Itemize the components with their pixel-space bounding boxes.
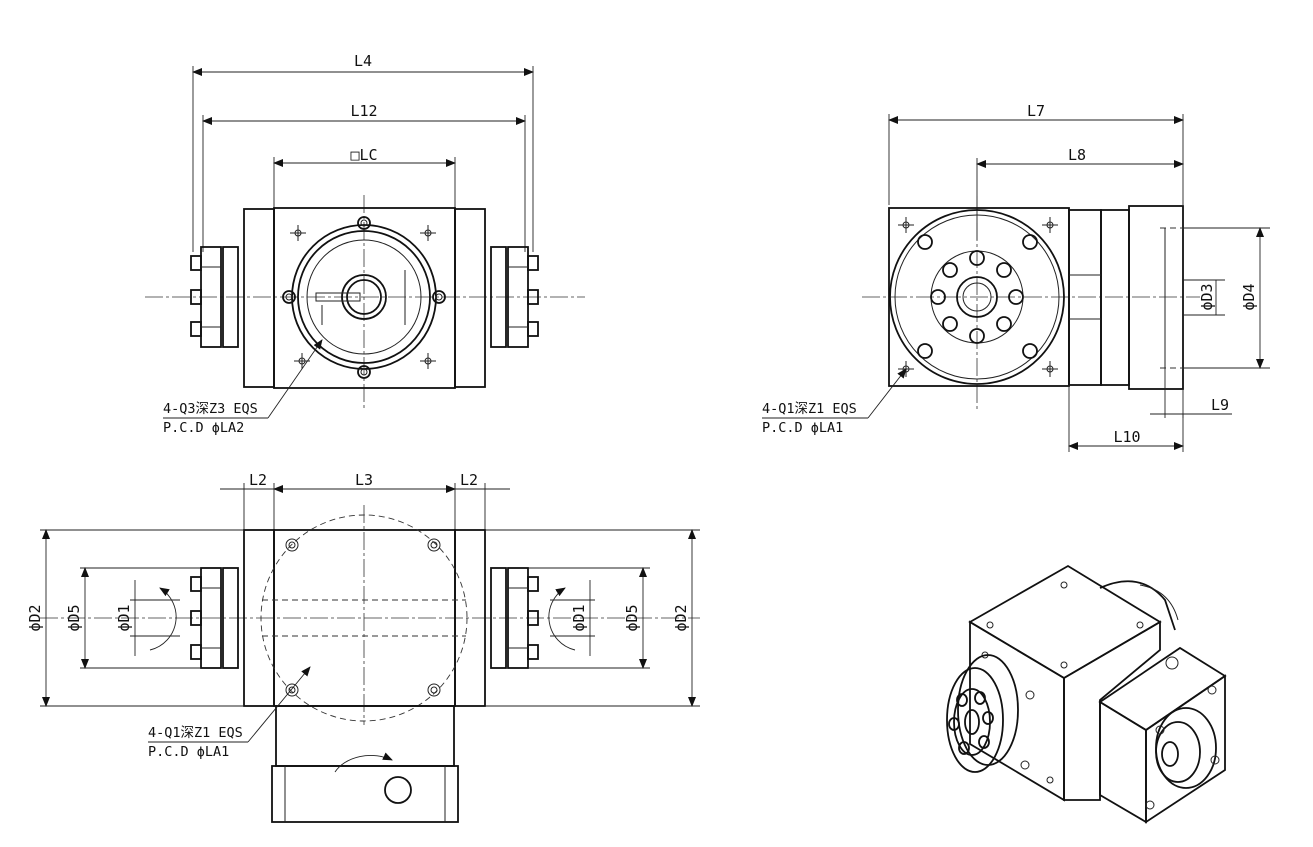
left-flange — [190, 246, 239, 348]
dimension-d5-right: ϕD5 — [528, 567, 650, 669]
label-d4: ϕD4 — [1240, 283, 1258, 310]
label-d1-right: ϕD1 — [570, 604, 588, 631]
label-l2-right: L2 — [460, 471, 478, 489]
front-view: L2 L3 L2 — [26, 471, 700, 823]
label-lc: □LC — [350, 146, 377, 164]
dimension-d3: ϕD3 — [1183, 279, 1225, 316]
label-d2-left: ϕD2 — [26, 604, 44, 631]
label-d5-left: ϕD5 — [65, 604, 83, 631]
dimension-d2-right: ϕD2 — [485, 529, 700, 707]
dimension-d1-left: ϕD1 — [115, 580, 180, 656]
right-flange — [490, 246, 539, 348]
side-view-note: 4-Q1深Z1 EQS P.C.D ϕLA1 — [762, 368, 907, 436]
label-l9: L9 — [1211, 396, 1229, 414]
dimension-l7: L7 — [888, 102, 1184, 205]
label-d5-right: ϕD5 — [623, 604, 641, 631]
gearbox-isometric-icon — [946, 564, 1227, 824]
top-view-bolt-holes — [282, 216, 446, 379]
note-front-line1: 4-Q1深Z1 EQS — [148, 725, 243, 741]
dimension-l12: L12 — [202, 102, 526, 252]
label-d2-right: ϕD2 — [672, 604, 690, 631]
note-q1-line1: 4-Q1深Z1 EQS — [762, 401, 857, 417]
top-view-note: 4-Q3深Z3 EQS P.C.D ϕLA2 — [163, 339, 323, 436]
label-l7: L7 — [1027, 102, 1045, 120]
label-l10: L10 — [1113, 428, 1140, 446]
note-front-line2: P.C.D ϕLA1 — [148, 744, 229, 760]
top-view: L4 L12 □LC — [145, 52, 585, 436]
front-view-bolts — [285, 538, 441, 697]
dimension-l8: L8 — [976, 146, 1184, 240]
dimension-lc: □LC — [273, 146, 456, 208]
label-l8: L8 — [1068, 146, 1086, 164]
dimension-l9: L9 — [1150, 368, 1232, 418]
dimension-d2-left: ϕD2 — [26, 529, 244, 707]
label-l2-left: L2 — [249, 471, 267, 489]
note-q1-line2: P.C.D ϕLA1 — [762, 420, 843, 436]
note-q3-line1: 4-Q3深Z3 EQS — [163, 401, 258, 417]
label-l12: L12 — [350, 102, 377, 120]
front-left-flange — [190, 567, 239, 669]
dimension-l10: L10 — [1068, 385, 1184, 452]
dimension-l2-l3: L2 L3 L2 — [220, 471, 510, 530]
note-q3-line2: P.C.D ϕLA2 — [163, 420, 244, 436]
front-view-note: 4-Q1深Z1 EQS P.C.D ϕLA1 — [148, 666, 311, 760]
dimension-l4: L4 — [192, 52, 534, 252]
side-view: L7 L8 — [762, 102, 1270, 452]
label-d1-left: ϕD1 — [115, 604, 133, 631]
side-view-bolt-ring — [898, 217, 1058, 377]
label-d3: ϕD3 — [1198, 283, 1216, 310]
label-l3: L3 — [355, 471, 373, 489]
dimension-d1-right: ϕD1 — [548, 580, 595, 656]
dimension-d5-left: ϕD5 — [65, 567, 201, 669]
dimension-d4: ϕD4 — [1183, 227, 1270, 369]
front-right-flange — [490, 567, 539, 669]
label-l4: L4 — [354, 52, 372, 70]
